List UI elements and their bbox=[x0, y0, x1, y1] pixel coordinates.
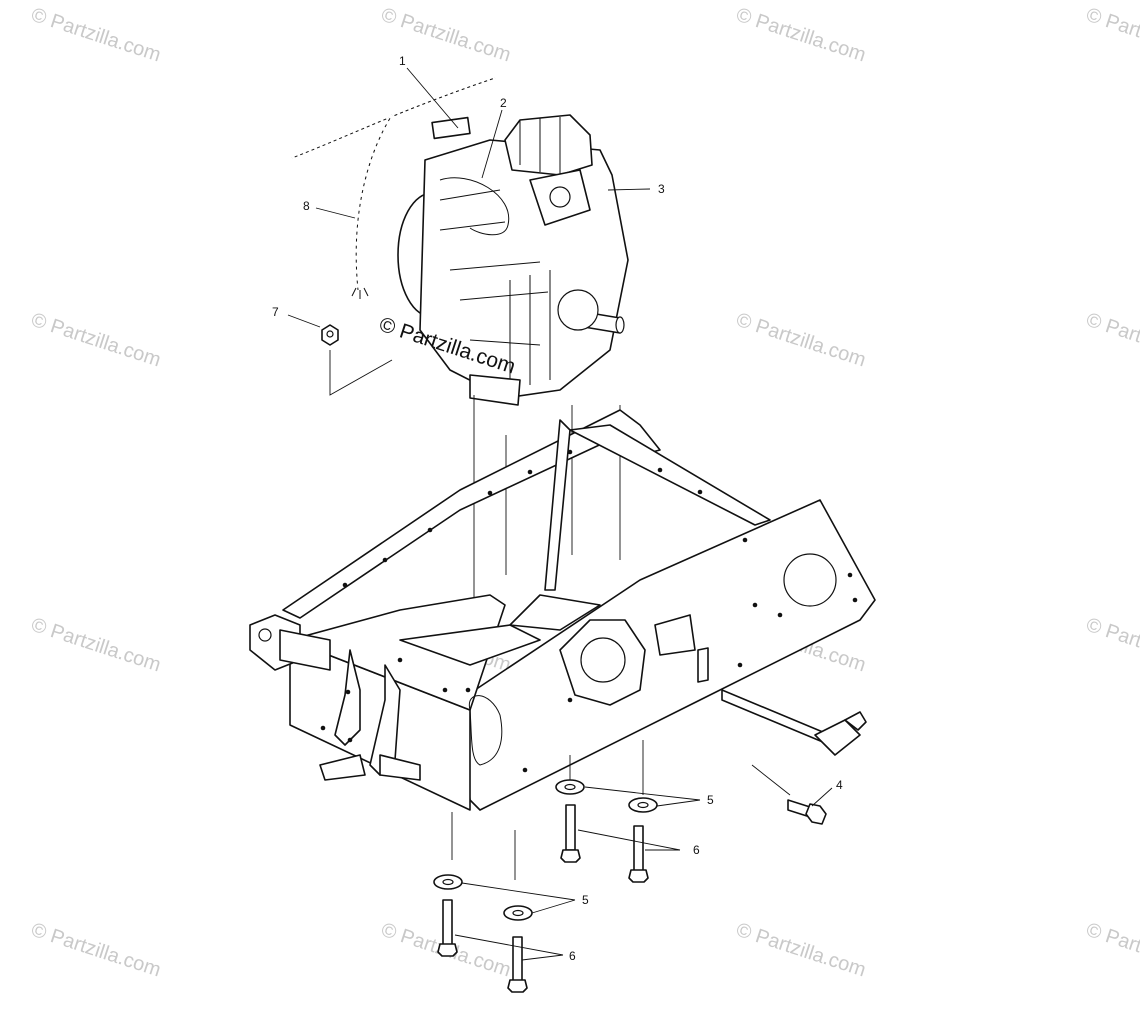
callout-5: 5 bbox=[707, 793, 714, 807]
fastener-alignment-lines bbox=[451, 740, 791, 880]
watermark: © Partzilla.com bbox=[28, 309, 163, 372]
watermark: © Partzilla.com bbox=[733, 4, 868, 67]
mount-bolt[interactable] bbox=[507, 936, 528, 993]
watermark: © Partzilla.com bbox=[28, 4, 163, 67]
watermark: © Partzilla.com bbox=[28, 919, 163, 982]
callout-8: 8 bbox=[303, 199, 310, 213]
callout-5: 5 bbox=[582, 893, 589, 907]
watermark: © Partzilla.com bbox=[28, 614, 163, 677]
mount-bolt[interactable] bbox=[628, 825, 649, 883]
rear-bolt[interactable] bbox=[787, 799, 827, 825]
flange-nut[interactable] bbox=[321, 324, 339, 346]
wire-harness[interactable] bbox=[291, 76, 496, 299]
callout-6: 6 bbox=[569, 949, 576, 963]
mount-bolt[interactable] bbox=[437, 899, 458, 957]
callout-7: 7 bbox=[272, 305, 279, 319]
watermark: © Partzilla.com bbox=[1083, 919, 1140, 982]
callout-4: 4 bbox=[836, 778, 843, 792]
watermark: © Partzilla.com bbox=[1083, 614, 1140, 677]
engine-mount-frame[interactable] bbox=[249, 409, 876, 811]
watermark: © Partzilla.com bbox=[1083, 4, 1140, 67]
callout-labels: 1 2 3 8 7 4 5 6 5 6 bbox=[272, 54, 843, 963]
watermark: © Partzilla.com bbox=[733, 309, 868, 372]
callout-2: 2 bbox=[500, 96, 507, 110]
watermark: © Partzilla.com bbox=[1083, 309, 1140, 372]
mount-bolt[interactable] bbox=[560, 804, 581, 863]
fuel-line bbox=[439, 177, 510, 236]
callout-1: 1 bbox=[399, 54, 406, 68]
watermark: © Partzilla.com bbox=[733, 919, 868, 982]
decal[interactable] bbox=[431, 116, 471, 140]
callout-3: 3 bbox=[658, 182, 665, 196]
callout-6: 6 bbox=[693, 843, 700, 857]
callout-leaders bbox=[287, 67, 833, 961]
engine[interactable] bbox=[397, 114, 629, 406]
